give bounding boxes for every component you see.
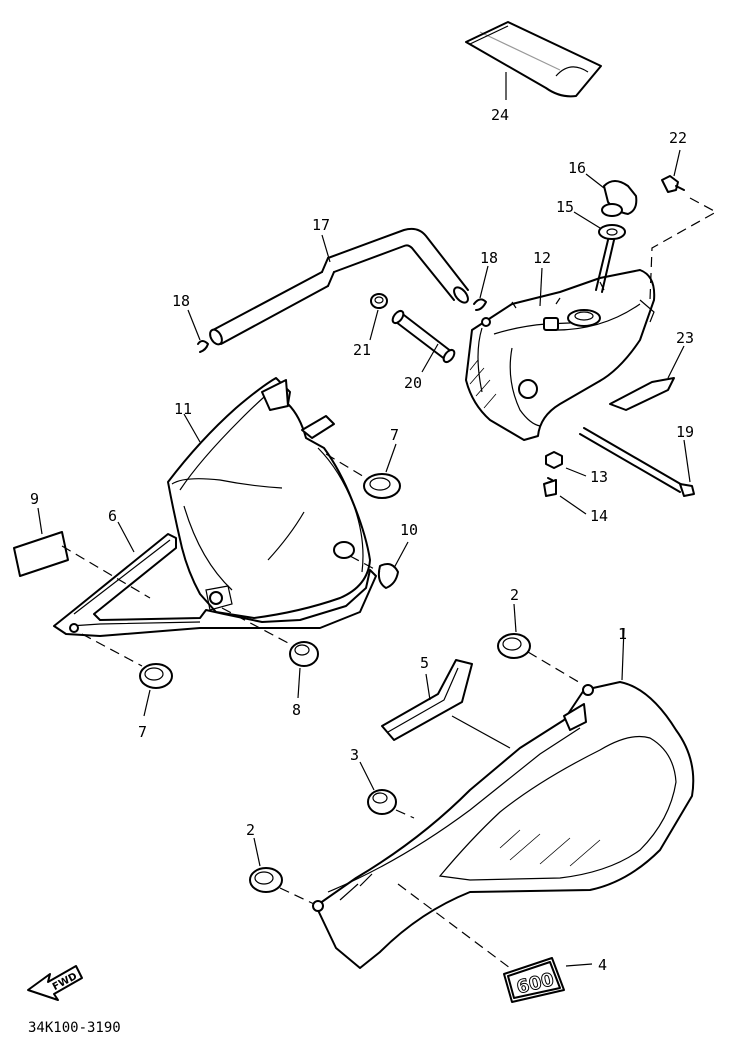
callout-24: 24 <box>491 106 509 124</box>
left-cover-rail <box>53 521 377 637</box>
callout-8: 8 <box>292 701 301 719</box>
grommet-lower <box>81 633 173 717</box>
callout-7-upper: 7 <box>390 426 399 444</box>
tank-bolt-top <box>649 149 718 301</box>
small-grommet <box>369 293 388 341</box>
damper <box>221 607 319 699</box>
callout-5: 5 <box>420 654 429 672</box>
short-hose <box>391 309 456 373</box>
long-bracket <box>381 659 511 749</box>
callout-16: 16 <box>568 159 586 177</box>
damper-3 <box>359 761 415 819</box>
small-bolt <box>543 477 587 515</box>
callout-12: 12 <box>533 249 551 267</box>
left-side-cover <box>167 377 371 619</box>
dipstick <box>573 211 626 293</box>
oil-tank <box>465 267 656 441</box>
callout-18-right: 18 <box>480 249 498 267</box>
callout-4: 4 <box>598 956 607 974</box>
callout-11: 11 <box>174 400 192 418</box>
callout-21: 21 <box>353 341 371 359</box>
callout-14: 14 <box>590 507 608 525</box>
callout-1: 1 <box>618 625 627 643</box>
forward-arrow: FWD <box>27 965 83 1001</box>
callout-2-lower: 2 <box>246 821 255 839</box>
mounting-plate <box>609 345 685 411</box>
callout-3: 3 <box>350 746 359 764</box>
callout-7-lower: 7 <box>138 723 147 741</box>
callout-17: 17 <box>312 216 330 234</box>
hose-clip-left <box>187 309 209 353</box>
warning-label <box>13 507 151 599</box>
hose-clip-right <box>473 265 489 311</box>
knob <box>333 541 409 589</box>
callout-15: 15 <box>556 198 574 216</box>
grommet-2-upper <box>497 603 583 685</box>
long-bolt <box>579 427 695 497</box>
callout-labels: 24 22 16 15 17 18 12 18 23 21 20 11 19 7… <box>30 106 694 974</box>
callout-19: 19 <box>676 423 694 441</box>
breather-hose <box>209 227 469 346</box>
callout-23: 23 <box>676 329 694 347</box>
grommet-upper <box>325 443 401 499</box>
callout-20: 20 <box>404 374 422 392</box>
oil-tank-cap <box>585 173 638 217</box>
callout-18-left: 18 <box>172 292 190 310</box>
manual-booklet <box>465 21 602 100</box>
emblem-600: 600 <box>397 883 593 1003</box>
grommet-2-lower <box>249 837 315 905</box>
callout-10: 10 <box>400 521 418 539</box>
callout-6: 6 <box>108 507 117 525</box>
callout-9: 9 <box>30 490 39 508</box>
part-code: 34K100-3190 <box>28 1020 121 1036</box>
callout-13: 13 <box>590 468 608 486</box>
callout-22: 22 <box>669 129 687 147</box>
collar <box>545 451 587 477</box>
callout-2-upper: 2 <box>510 586 519 604</box>
right-side-cover <box>312 627 695 969</box>
